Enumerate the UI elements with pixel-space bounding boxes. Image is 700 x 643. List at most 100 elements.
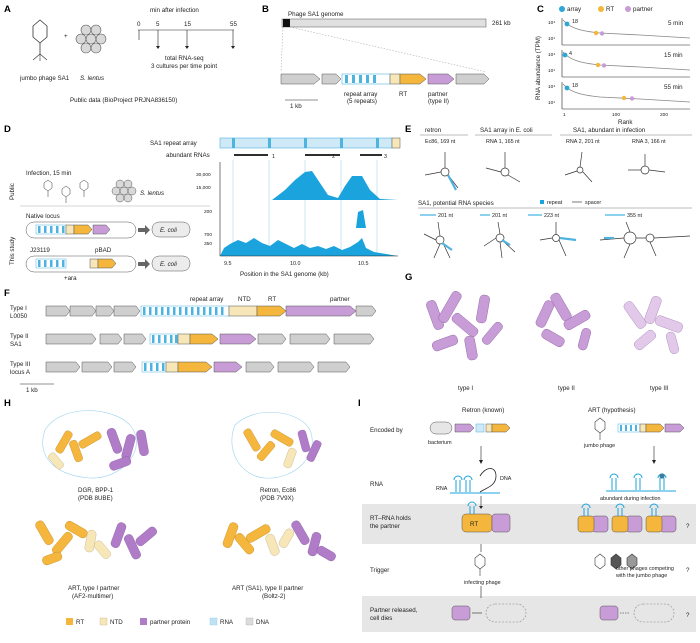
rna-hairpins-retron bbox=[450, 475, 500, 494]
abundant-infection-label: abundant during infection bbox=[600, 496, 661, 502]
bacteria-icon bbox=[75, 24, 107, 54]
rank-label: 18 bbox=[572, 19, 578, 25]
legend-partner-dot bbox=[625, 6, 631, 12]
repeat-unit bbox=[143, 307, 146, 315]
plus-sign: + bbox=[64, 33, 68, 40]
coverage-native bbox=[220, 210, 398, 228]
array-point bbox=[562, 52, 568, 58]
scale-label-b: 1 kb bbox=[290, 103, 302, 110]
pbad-label: pBAD bbox=[95, 247, 112, 254]
rt-point bbox=[595, 62, 601, 68]
ara-label: +ara bbox=[64, 275, 77, 282]
e-sub: RNA 3, 166 nt bbox=[632, 139, 666, 145]
e-sub: Ec86, 169 nt bbox=[425, 139, 456, 145]
native-label: Native locus bbox=[26, 213, 60, 220]
col-art: ART (hypothesis) bbox=[588, 407, 636, 414]
e-head: retron bbox=[425, 127, 442, 134]
repeat-unit bbox=[179, 307, 182, 315]
rna-structures-bottom bbox=[423, 221, 691, 259]
infecting-phage-icon bbox=[474, 553, 486, 576]
array-point bbox=[564, 21, 570, 27]
coverage-pbad bbox=[220, 238, 398, 256]
legend-dna: DNA bbox=[256, 619, 270, 626]
row-released1: Partner released, bbox=[370, 607, 418, 614]
potential-label: SA1, potential RNA species bbox=[418, 200, 494, 207]
time-15: 15 bbox=[184, 21, 191, 28]
row-holds1: RT–RNA holds bbox=[370, 515, 411, 522]
panel-g: G type I type II type III bbox=[405, 272, 683, 392]
locus-type-i bbox=[45, 305, 377, 317]
d-xlabel: Position in the SA1 genome (kb) bbox=[240, 271, 329, 278]
rank-plot-15min: 10⁴ 10¹ 4 15 min bbox=[548, 50, 691, 78]
row-rna: RNA bbox=[370, 481, 384, 488]
time-label: 5 min bbox=[668, 20, 684, 27]
competing-label1: other phages competing bbox=[616, 566, 674, 572]
art-i-method: (AF2-multimer) bbox=[72, 593, 113, 600]
xtick: 200 bbox=[660, 112, 668, 118]
dying-cell-retron bbox=[485, 603, 527, 623]
locus-genes bbox=[280, 73, 490, 85]
e-sub: RNA 1, 165 nt bbox=[486, 139, 520, 145]
time-label: 55 min bbox=[664, 84, 683, 91]
c-xlabel: Rank bbox=[618, 119, 633, 126]
array-point bbox=[564, 85, 570, 91]
e-sub: RNA 2, 201 nt bbox=[566, 139, 600, 145]
competing-label2: with the jumbo phage bbox=[615, 573, 667, 579]
xtick: 10.5 bbox=[358, 261, 369, 267]
time-title: min after infection bbox=[150, 7, 199, 14]
infection-label: Infection, 15 min bbox=[26, 170, 72, 177]
public-label: Public bbox=[9, 183, 16, 200]
e-head: SA1 array in E. coli bbox=[480, 127, 533, 134]
panel-label-f: F bbox=[4, 288, 10, 299]
rna-num: 1 bbox=[272, 154, 275, 160]
dna-label: DNA bbox=[500, 476, 512, 482]
jumbo-phage-icon bbox=[32, 19, 48, 61]
row-encoded: Encoded by bbox=[370, 427, 404, 434]
h-legend: RT NTD partner protein RNA DNA bbox=[66, 617, 270, 626]
repeat-unit bbox=[215, 307, 218, 315]
repeat-unit bbox=[203, 307, 206, 315]
struct-label: type I bbox=[458, 385, 473, 392]
bacterium-icon bbox=[429, 421, 453, 435]
f-repeat-label: repeat array bbox=[190, 296, 224, 303]
timeline-arrows bbox=[138, 30, 234, 46]
competing-phages-icon bbox=[594, 553, 638, 570]
legend-rt: RT bbox=[606, 6, 614, 13]
legend-rna: RNA bbox=[220, 619, 234, 626]
band-released bbox=[362, 596, 696, 632]
art-sa1-label: ART (SA1), type II partner bbox=[232, 585, 303, 592]
promoter-label: J23119 bbox=[30, 247, 50, 254]
legend-array: array bbox=[567, 6, 582, 13]
rna-num: 3 bbox=[384, 154, 387, 160]
structure-retron bbox=[231, 412, 322, 479]
c-ylabel: RNA abundance (TPM) bbox=[535, 36, 542, 100]
partner-label2: (type II) bbox=[428, 98, 449, 105]
array-label-d: SA1 repeat array bbox=[150, 140, 198, 147]
jumbo-label: jumbo phage bbox=[583, 443, 615, 449]
xtick: 100 bbox=[612, 112, 620, 118]
row-holds2: the partner bbox=[370, 523, 400, 530]
rna-lengths: 201 nt 201 nt 223 nt 355 nt bbox=[420, 213, 642, 219]
rna-length: 223 nt bbox=[544, 213, 559, 219]
legend-rt-dot bbox=[598, 6, 604, 12]
retron-label: Retron, Ec86 bbox=[260, 487, 297, 494]
time-0: 0 bbox=[137, 21, 141, 28]
struct-label: type II bbox=[558, 385, 575, 392]
panel-label-e: E bbox=[405, 124, 411, 135]
rna-num: 2 bbox=[332, 154, 335, 160]
type-sublabel: SA1 bbox=[10, 341, 22, 348]
coverage-tracks: 30,000 15,000 200 700 350 9.5 10.0 10.5 … bbox=[196, 160, 398, 278]
panel-i: I Retron (known) ART (hypothesis) Encode… bbox=[358, 398, 696, 632]
structure-art-type-i bbox=[35, 520, 157, 566]
ytick: 200 bbox=[204, 209, 212, 215]
legend-spacer: spacer bbox=[585, 200, 601, 206]
legend-partner: partner protein bbox=[150, 619, 191, 626]
genome-title: Phage SA1 genome bbox=[288, 11, 344, 18]
ytick: 10¹ bbox=[548, 36, 555, 42]
partner-label1: partner bbox=[428, 91, 448, 98]
xtick: 10.0 bbox=[290, 261, 301, 267]
panel-e: E retron SA1 array in E. coli SA1, abund… bbox=[405, 124, 692, 259]
bacterium-label: bacterium bbox=[428, 440, 452, 446]
art-complexes bbox=[577, 503, 677, 533]
